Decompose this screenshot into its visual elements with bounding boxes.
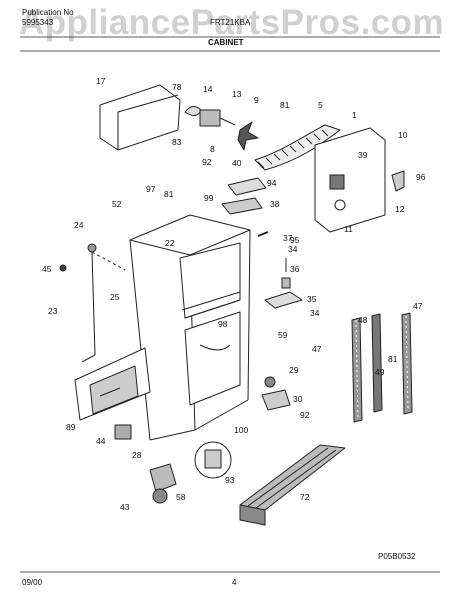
part-label-43: 43 bbox=[120, 502, 130, 512]
thermostat-part bbox=[194, 441, 232, 479]
fan-blade-part bbox=[237, 121, 259, 151]
part-label-29: 29 bbox=[289, 365, 299, 375]
part-label-14: 14 bbox=[203, 84, 213, 94]
part-label-97: 97 bbox=[146, 184, 156, 194]
footer-date: 09/00 bbox=[22, 578, 43, 587]
part-label-98: 98 bbox=[218, 319, 228, 329]
part-label-35: 35 bbox=[307, 294, 317, 304]
part-label-48: 48 bbox=[358, 315, 368, 325]
footer-page-number: 4 bbox=[232, 578, 237, 587]
part-label-8: 8 bbox=[210, 144, 215, 154]
part-label-37: 37 bbox=[283, 233, 293, 243]
diagram-code: P05B0532 bbox=[378, 552, 416, 561]
part-label-13: 13 bbox=[232, 89, 242, 99]
evaporator-cover-part bbox=[99, 84, 181, 151]
part-label-22: 22 bbox=[165, 238, 175, 248]
condenser-part bbox=[74, 347, 151, 421]
part-label-99: 99 bbox=[204, 193, 214, 203]
section-title: CABINET bbox=[208, 38, 244, 47]
part-label-94: 94 bbox=[267, 178, 277, 188]
rear-panel-part bbox=[314, 127, 386, 233]
part-label-52: 52 bbox=[112, 199, 122, 209]
part-label-34: 34 bbox=[288, 244, 298, 254]
part-label-44: 44 bbox=[96, 436, 106, 446]
part-label-83: 83 bbox=[172, 137, 182, 147]
part-label-10: 10 bbox=[398, 130, 408, 140]
part-label-36: 36 bbox=[290, 264, 300, 274]
part-label-81: 81 bbox=[164, 189, 174, 199]
part-label-92: 92 bbox=[300, 410, 310, 420]
shelf-rail-part bbox=[351, 312, 413, 423]
publication-label: Publication No bbox=[22, 8, 74, 17]
part-number-labels: 17 78 14 13 9 81 5 1 10 83 8 39 92 40 94 96 97 81 99 52 38 12… bbox=[42, 76, 426, 512]
part-label-59: 59 bbox=[278, 330, 288, 340]
compressor-bracket-part bbox=[149, 463, 177, 504]
part-label-34: 34 bbox=[310, 308, 320, 318]
part-label-38: 38 bbox=[270, 199, 280, 209]
part-label-89: 89 bbox=[66, 422, 76, 432]
part-label-72: 72 bbox=[300, 492, 310, 502]
part-label-81: 81 bbox=[388, 354, 398, 364]
screw-part bbox=[59, 264, 67, 272]
part-label-96: 96 bbox=[416, 172, 426, 182]
part-label-9: 9 bbox=[254, 95, 259, 105]
toe-grille-part bbox=[239, 444, 346, 526]
part-label-100: 100 bbox=[234, 425, 248, 435]
part-label-78: 78 bbox=[172, 82, 182, 92]
part-label-5: 5 bbox=[318, 100, 323, 110]
part-label-30: 30 bbox=[293, 394, 303, 404]
part-label-40: 40 bbox=[232, 158, 242, 168]
part-label-45: 45 bbox=[42, 264, 52, 274]
part-label-93: 93 bbox=[225, 475, 235, 485]
part-label-28: 28 bbox=[132, 450, 142, 460]
part-label-58: 58 bbox=[176, 492, 186, 502]
part-label-47: 47 bbox=[312, 344, 322, 354]
part-label-47: 47 bbox=[413, 301, 423, 311]
part-label-92: 92 bbox=[202, 157, 212, 167]
model-number: FRT21KBA bbox=[210, 18, 251, 27]
evaporator-coil-part bbox=[254, 124, 341, 171]
part-label-23: 23 bbox=[48, 306, 58, 316]
publication-number: 5995343 bbox=[22, 18, 54, 27]
part-label-1: 1 bbox=[352, 110, 357, 120]
part-label-11: 11 bbox=[344, 224, 353, 234]
part-label-49: 49 bbox=[375, 367, 385, 377]
part-label-25: 25 bbox=[110, 292, 120, 302]
part-label-24: 24 bbox=[74, 220, 84, 230]
part-label-17: 17 bbox=[96, 76, 106, 86]
fan-motor-part bbox=[184, 106, 236, 127]
part-label-81: 81 bbox=[280, 100, 290, 110]
part-label-12: 12 bbox=[395, 204, 405, 214]
cabinet-shell-part bbox=[129, 214, 251, 441]
hinge-rod-part bbox=[81, 243, 126, 363]
part-label-95: 95 bbox=[290, 235, 300, 245]
part-label-39: 39 bbox=[358, 150, 368, 160]
